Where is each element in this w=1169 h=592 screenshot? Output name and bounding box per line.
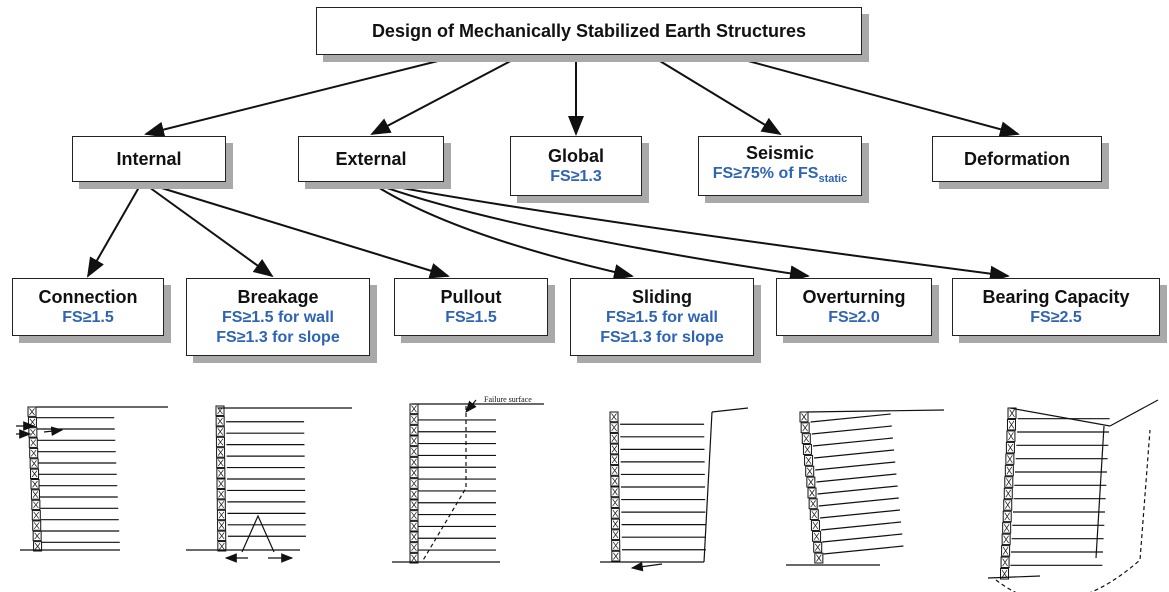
category-seismic: Seismic FS≥75% of FSstatic [698, 136, 862, 196]
bearing-capacity-sketch [987, 399, 1159, 592]
category-title: Seismic [745, 143, 815, 164]
failure-surface-label: Failure surface [484, 395, 532, 404]
criterion-subscript: static [818, 173, 848, 186]
mode-criterion: FS≥1.3 for slope [600, 329, 724, 346]
root-title: Design of Mechanically Stabilized Earth … [371, 21, 807, 41]
mode-criterion: FS≥1.5 [445, 309, 497, 326]
category-title: Deformation [963, 149, 1070, 169]
mode-criterion: FS≥1.5 for wall [606, 309, 718, 326]
category-internal: Internal [72, 136, 226, 182]
category-title: Global [547, 146, 604, 166]
mode-title: Pullout [440, 287, 502, 307]
criterion-main: FS≥75% of FS [712, 165, 819, 183]
mode-title: Overturning [802, 287, 906, 307]
category-deformation: Deformation [932, 136, 1102, 182]
mode-title: Connection [38, 287, 138, 307]
mode-criterion: FS≥1.5 for wall [222, 309, 334, 326]
arrow-external-overturning [369, 181, 810, 282]
arrow-root-external [370, 54, 523, 135]
mode-overturning: Overturning FS≥2.0 [776, 278, 932, 336]
wall-facing [27, 406, 43, 552]
mode-criterion: FS≥1.5 [62, 309, 114, 326]
category-criterion: FS≥1.3 [550, 168, 602, 185]
arrow-external-bearing [369, 181, 1010, 282]
category-title: Internal [116, 149, 182, 169]
mode-bearing-capacity: Bearing Capacity FS≥2.5 [952, 278, 1160, 336]
category-title: External [335, 149, 407, 169]
mode-pullout: Pullout FS≥1.5 [394, 278, 548, 336]
overturning-sketch [786, 409, 945, 566]
mode-criterion: FS≥2.0 [828, 309, 880, 326]
arrow-root-deformation [725, 54, 1020, 138]
mode-sliding: Sliding FS≥1.5 for wall FS≥1.3 for slope [570, 278, 754, 356]
sliding-sketch [600, 407, 749, 572]
mode-criterion: FS≥1.3 for slope [216, 329, 340, 346]
root-node: Design of Mechanically Stabilized Earth … [316, 7, 862, 55]
mode-title: Bearing Capacity [982, 287, 1130, 307]
arrow-internal-breakage [141, 181, 274, 278]
connection-sketch [16, 406, 168, 552]
mode-title: Sliding [632, 287, 692, 307]
mode-title: Breakage [237, 287, 319, 307]
pullout-sketch [392, 399, 544, 564]
arrow-external-sliding [369, 181, 634, 280]
category-global: Global FS≥1.3 [510, 136, 642, 196]
mode-connection: Connection FS≥1.5 [12, 278, 164, 336]
arrow-internal-pullout [141, 181, 450, 279]
category-external: External [298, 136, 444, 182]
mode-breakage: Breakage FS≥1.5 for wall FS≥1.3 for slop… [186, 278, 370, 356]
arrow-root-seismic [649, 54, 782, 136]
arrow-root-internal [144, 54, 463, 138]
breakage-sketch [186, 405, 352, 563]
category-criterion: FS≥75% of FSstatic [699, 164, 861, 189]
mode-criterion: FS≥2.5 [1030, 309, 1082, 326]
arrow-internal-connection [87, 181, 143, 278]
